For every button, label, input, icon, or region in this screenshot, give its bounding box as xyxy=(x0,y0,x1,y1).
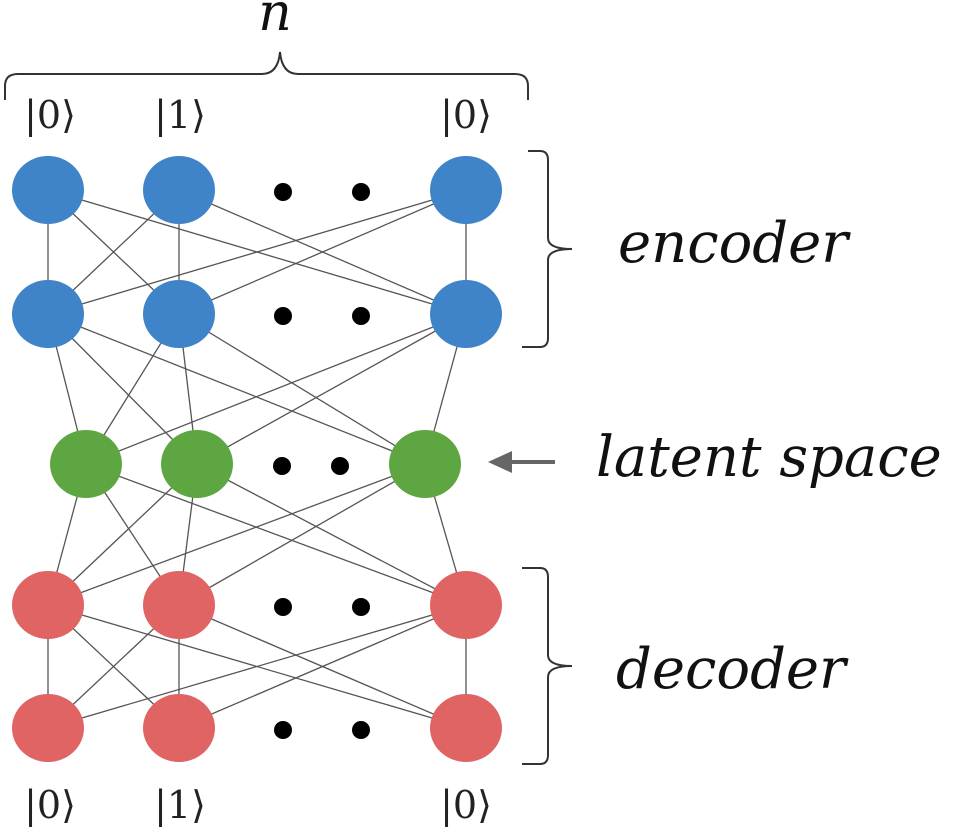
latent-layer-node-1 xyxy=(50,430,122,498)
decoder-layer-1-ellipsis-dot-2 xyxy=(352,598,370,616)
decoder-layer-1-node-2 xyxy=(143,571,215,639)
decoder-label: decoder xyxy=(616,637,849,702)
ellipsis-dots xyxy=(273,183,370,739)
latent-layer-ellipsis-dot-1 xyxy=(273,457,291,475)
edge-encoder-layer-2-1-to-latent-layer-3 xyxy=(47,313,426,465)
encoder-layer-2-ellipsis-dot-1 xyxy=(274,307,292,325)
input-ket-1: |0⟩ xyxy=(24,93,76,137)
edge-encoder-layer-2-3-to-latent-layer-2 xyxy=(196,313,467,465)
latent-layer-node-2 xyxy=(161,430,233,498)
edge-latent-layer-2-to-decoder-layer-1-3 xyxy=(196,463,467,606)
encoder-layer-2-node-2 xyxy=(143,280,215,348)
input-ket-3: |0⟩ xyxy=(440,93,492,137)
edge-encoder-layer-2-3-to-latent-layer-1 xyxy=(85,313,467,465)
encoder-bracket xyxy=(522,150,573,348)
encoder-layer-2-ellipsis-dot-2 xyxy=(352,307,370,325)
edge-encoder-layer-1-3-to-encoder-layer-2-2 xyxy=(178,189,467,315)
encoder-layer-1-ellipsis-dot-2 xyxy=(352,183,370,201)
decoder-layer-1-ellipsis-dot-1 xyxy=(274,598,292,616)
encoder-layer-1-node-1 xyxy=(12,156,84,224)
encoder-layer-2-node-1 xyxy=(12,280,84,348)
encoder-layer-1-node-2 xyxy=(143,156,215,224)
edge-encoder-layer-2-1-to-latent-layer-2 xyxy=(47,313,198,465)
edge-encoder-layer-1-3-to-encoder-layer-2-1 xyxy=(47,189,467,315)
encoder-layer-1-ellipsis-dot-1 xyxy=(274,183,292,201)
latent-layer-ellipsis-dot-2 xyxy=(331,457,349,475)
edge-latent-layer-3-to-decoder-layer-1-1 xyxy=(47,463,426,606)
decoder-layer-2-ellipsis-dot-1 xyxy=(274,721,292,739)
edge-decoder-layer-1-3-to-decoder-layer-2-2 xyxy=(178,604,467,729)
edge-latent-layer-1-to-decoder-layer-1-3 xyxy=(85,463,467,606)
latent-space-label: latent space xyxy=(596,425,942,490)
latent-arrow-icon xyxy=(488,451,512,473)
decoder-bracket xyxy=(522,567,573,765)
encoder-layer-1-node-3 xyxy=(430,156,502,224)
edge-encoder-layer-2-2-to-latent-layer-3 xyxy=(178,313,426,465)
latent-layer-node-3 xyxy=(389,430,461,498)
decoder-layer-2-node-3 xyxy=(430,694,502,762)
decoder-layer-2-node-2 xyxy=(143,694,215,762)
decoder-layer-2-ellipsis-dot-2 xyxy=(352,721,370,739)
edge-decoder-layer-1-3-to-decoder-layer-2-1 xyxy=(47,604,467,729)
output-ket-1: |0⟩ xyxy=(24,783,76,827)
encoder-label: encoder xyxy=(618,211,851,276)
encoder-layer-2-node-3 xyxy=(430,280,502,348)
network-nodes xyxy=(12,156,502,762)
output-ket-3: |0⟩ xyxy=(440,783,492,827)
edge-latent-layer-3-to-decoder-layer-1-2 xyxy=(178,463,426,606)
output-ket-2: |1⟩ xyxy=(154,783,206,827)
decoder-layer-2-node-1 xyxy=(12,694,84,762)
input-ket-2: |1⟩ xyxy=(154,93,206,137)
decoder-layer-1-node-1 xyxy=(12,571,84,639)
top-brace xyxy=(4,51,529,100)
top-label-n: n xyxy=(258,0,292,43)
decoder-layer-1-node-3 xyxy=(430,571,502,639)
